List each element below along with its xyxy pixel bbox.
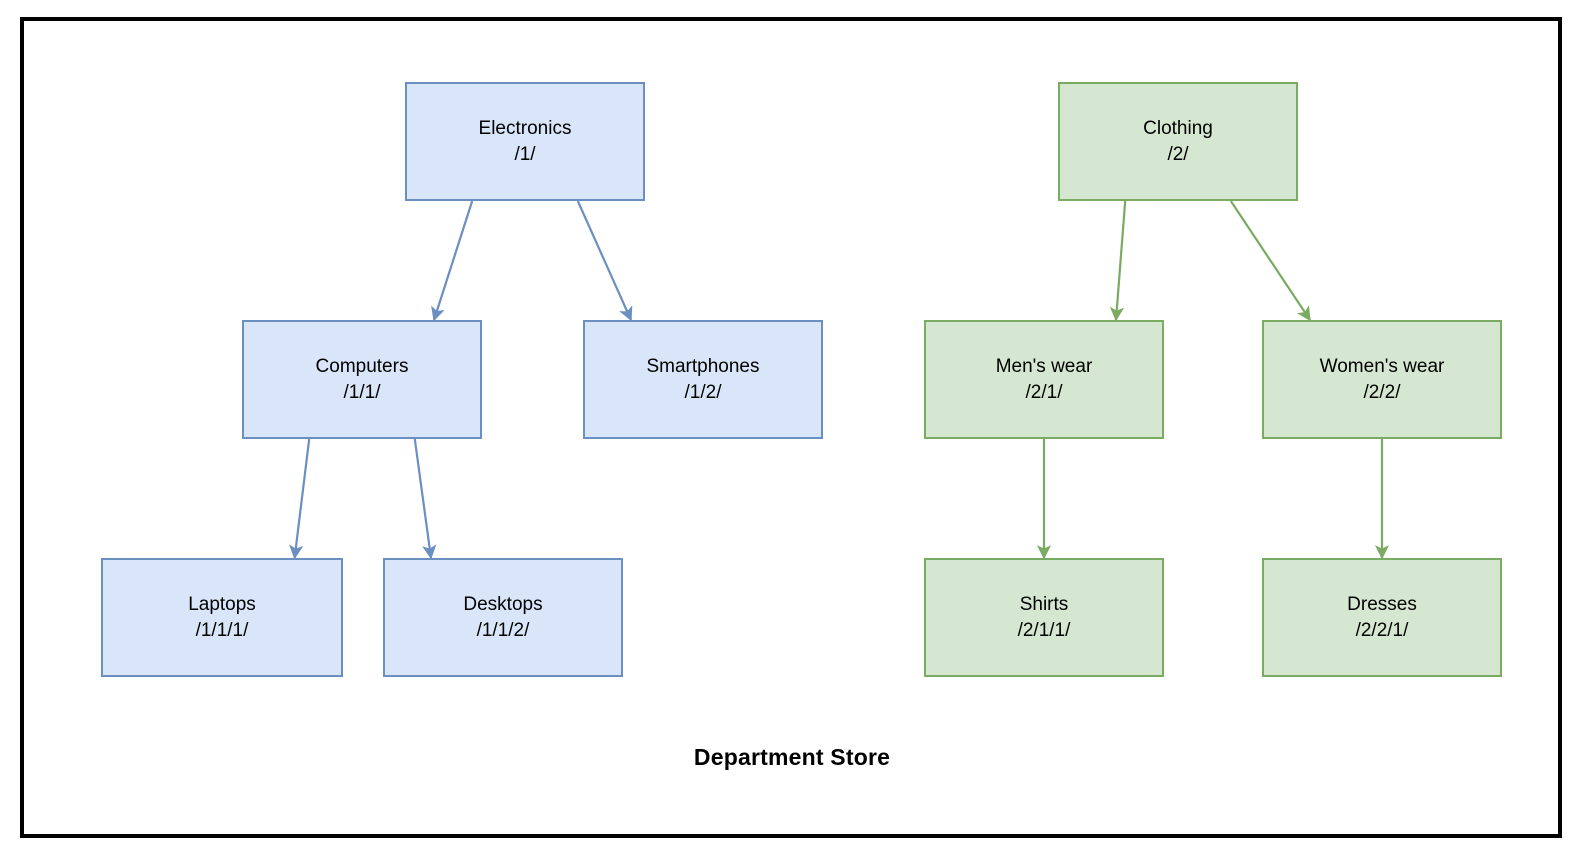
node-label: Electronics [478,118,572,140]
node-computers[interactable]: Computers/1/1/ [242,320,482,439]
node-electronics[interactable]: Electronics/1/ [405,82,645,201]
node-label: Computers [315,356,409,378]
node-label: Smartphones [646,356,760,378]
node-label: Women's wear [1319,356,1445,378]
node-label: Clothing [1143,118,1213,140]
node-label: Laptops [188,594,256,616]
node-desktops[interactable]: Desktops/1/1/2/ [383,558,623,677]
node-label: Dresses [1347,594,1417,616]
node-path: /1/1/ [343,381,381,403]
node-label: Desktops [463,594,543,616]
node-laptops[interactable]: Laptops/1/1/1/ [101,558,343,677]
node-clothing[interactable]: Clothing/2/ [1058,82,1298,201]
node-path: /2/ [1167,143,1189,165]
node-dresses[interactable]: Dresses/2/2/1/ [1262,558,1502,677]
node-path: /2/2/ [1363,381,1401,403]
node-path: /1/ [514,143,536,165]
node-path: /2/2/1/ [1355,619,1409,641]
node-path: /2/1/1/ [1017,619,1071,641]
node-path: /1/1/2/ [476,619,530,641]
node-path: /1/1/1/ [195,619,249,641]
node-smartphones[interactable]: Smartphones/1/2/ [583,320,823,439]
node-path: /1/2/ [684,381,722,403]
node-label: Men's wear [995,356,1093,378]
node-mens-wear[interactable]: Men's wear/2/1/ [924,320,1164,439]
node-label: Shirts [1019,594,1069,616]
node-path: /2/1/ [1025,381,1063,403]
node-womens-wear[interactable]: Women's wear/2/2/ [1262,320,1502,439]
node-shirts[interactable]: Shirts/2/1/1/ [924,558,1164,677]
diagram-caption: Department Store [693,744,891,770]
